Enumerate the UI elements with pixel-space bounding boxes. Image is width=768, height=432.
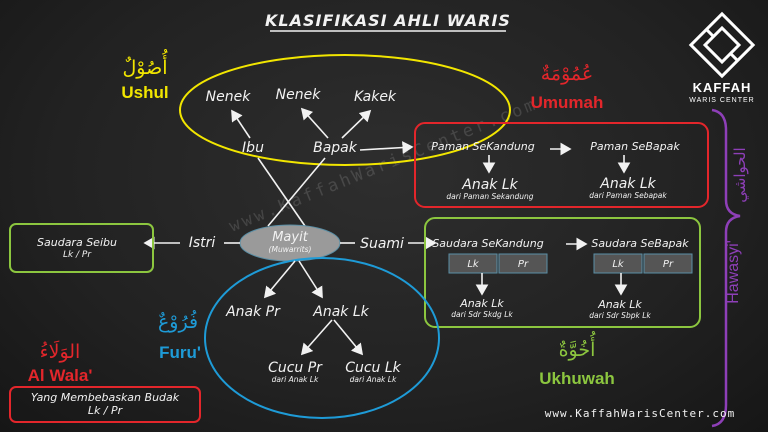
cucu-lk-sub: dari Anak Lk	[350, 375, 397, 384]
svg-text:Pr: Pr	[663, 259, 674, 270]
watermark: www.KaffahWarisCenter.com	[226, 94, 540, 236]
istri: Istri	[189, 235, 216, 251]
anak-lk-sdr-skdg: Anak Lk	[459, 297, 504, 310]
umumah-box	[414, 122, 709, 208]
anak-lk-paman-sebapak: Anak Lk	[599, 176, 656, 192]
saudara-sebapak: Saudara SeBapak	[591, 237, 689, 250]
cucu-pr: Cucu Pr	[268, 360, 323, 376]
anak-lk-sdr-sbpk: Anak Lk	[597, 298, 642, 311]
umumah-label: Umumah	[531, 93, 604, 112]
ushul-arrows	[231, 107, 414, 227]
suami: Suami	[360, 236, 404, 252]
hawasyi-bracket	[711, 108, 741, 428]
page-title: KLASIFIKASI AHLI WARIS	[265, 11, 511, 30]
svg-text:KAFFAH: KAFFAH	[693, 80, 752, 95]
wala-desc: Yang Membebaskan Budak	[31, 391, 180, 404]
mayit-sub: (Muwarrits)	[269, 245, 312, 254]
wala-label: Al Wala'	[28, 366, 93, 385]
mayit-label: Mayit	[272, 230, 308, 245]
cucu-lk: Cucu Lk	[345, 360, 401, 376]
anak-pr: Anak Pr	[225, 304, 281, 320]
ukhuwah-arabic: أُخُوَّةٌ	[559, 332, 596, 361]
anak-lk-paman-sebapak-sub: dari Paman Sebapak	[589, 191, 667, 200]
saudara-sekandung: Saudara SeKandung	[432, 237, 543, 250]
anak-lk-paman-sekandung-sub: dari Paman Sekandung	[446, 192, 533, 201]
svg-text:Lk: Lk	[612, 259, 625, 270]
svg-text:Lk: Lk	[467, 259, 480, 270]
kakek: Kakek	[354, 89, 397, 105]
ushul-arabic: أُصُوْلٌ	[122, 50, 168, 79]
nenek-1: Nenek	[206, 89, 252, 105]
anak-lk: Anak Lk	[312, 304, 369, 320]
cucu-pr-sub: dari Anak Lk	[272, 375, 319, 384]
ushul-label: Ushul	[121, 83, 168, 102]
wala-box	[9, 386, 201, 423]
furu-label: Furu'	[159, 343, 201, 362]
svg-text:Pr: Pr	[518, 259, 529, 270]
footer-url: www.KaffahWarisCenter.com	[545, 407, 736, 420]
sekandung-gender-cells: Lk Pr	[448, 253, 548, 274]
hawasyi-arabic: الحواشي	[731, 147, 750, 202]
nenek-2: Nenek	[276, 87, 322, 103]
ushul-ellipse	[179, 54, 511, 166]
bapak: Bapak	[313, 140, 358, 156]
wala-arabic: الوَلَاءُ	[40, 340, 81, 363]
svg-text:WARIS CENTER: WARIS CENTER	[689, 97, 754, 104]
paman-sekandung: Paman SeKandung	[431, 140, 535, 153]
seibu-box	[9, 223, 154, 273]
ukhuwah-box	[424, 217, 701, 328]
furu-arabic: فُرُوْعٌ	[158, 311, 198, 333]
ibu: Ibu	[242, 140, 264, 156]
ukhuwah-label: Ukhuwah	[539, 369, 615, 388]
wala-sub: Lk / Pr	[88, 404, 124, 417]
kaffah-logo: KAFFAH WARIS CENTER	[688, 11, 756, 104]
anak-lk-paman-sekandung: Anak Lk	[461, 177, 518, 193]
hawasyi-label: Hawasyi'	[725, 240, 742, 304]
saudara-seibu: Saudara Seibu	[37, 236, 117, 249]
anak-lk-sdr-sbpk-sub: dari Sdr Sbpk Lk	[589, 311, 651, 320]
furu-ellipse	[204, 257, 440, 419]
sebapak-gender-cells: Lk Pr	[593, 253, 693, 274]
umumah-arabic: عُمُوْمَةٌ	[541, 63, 594, 85]
saudara-seibu-sub: Lk / Pr	[63, 250, 92, 260]
anak-lk-sdr-skdg-sub: dari Sdr Skdg Lk	[451, 310, 513, 319]
paman-sebapak: Paman SeBapak	[590, 140, 680, 153]
